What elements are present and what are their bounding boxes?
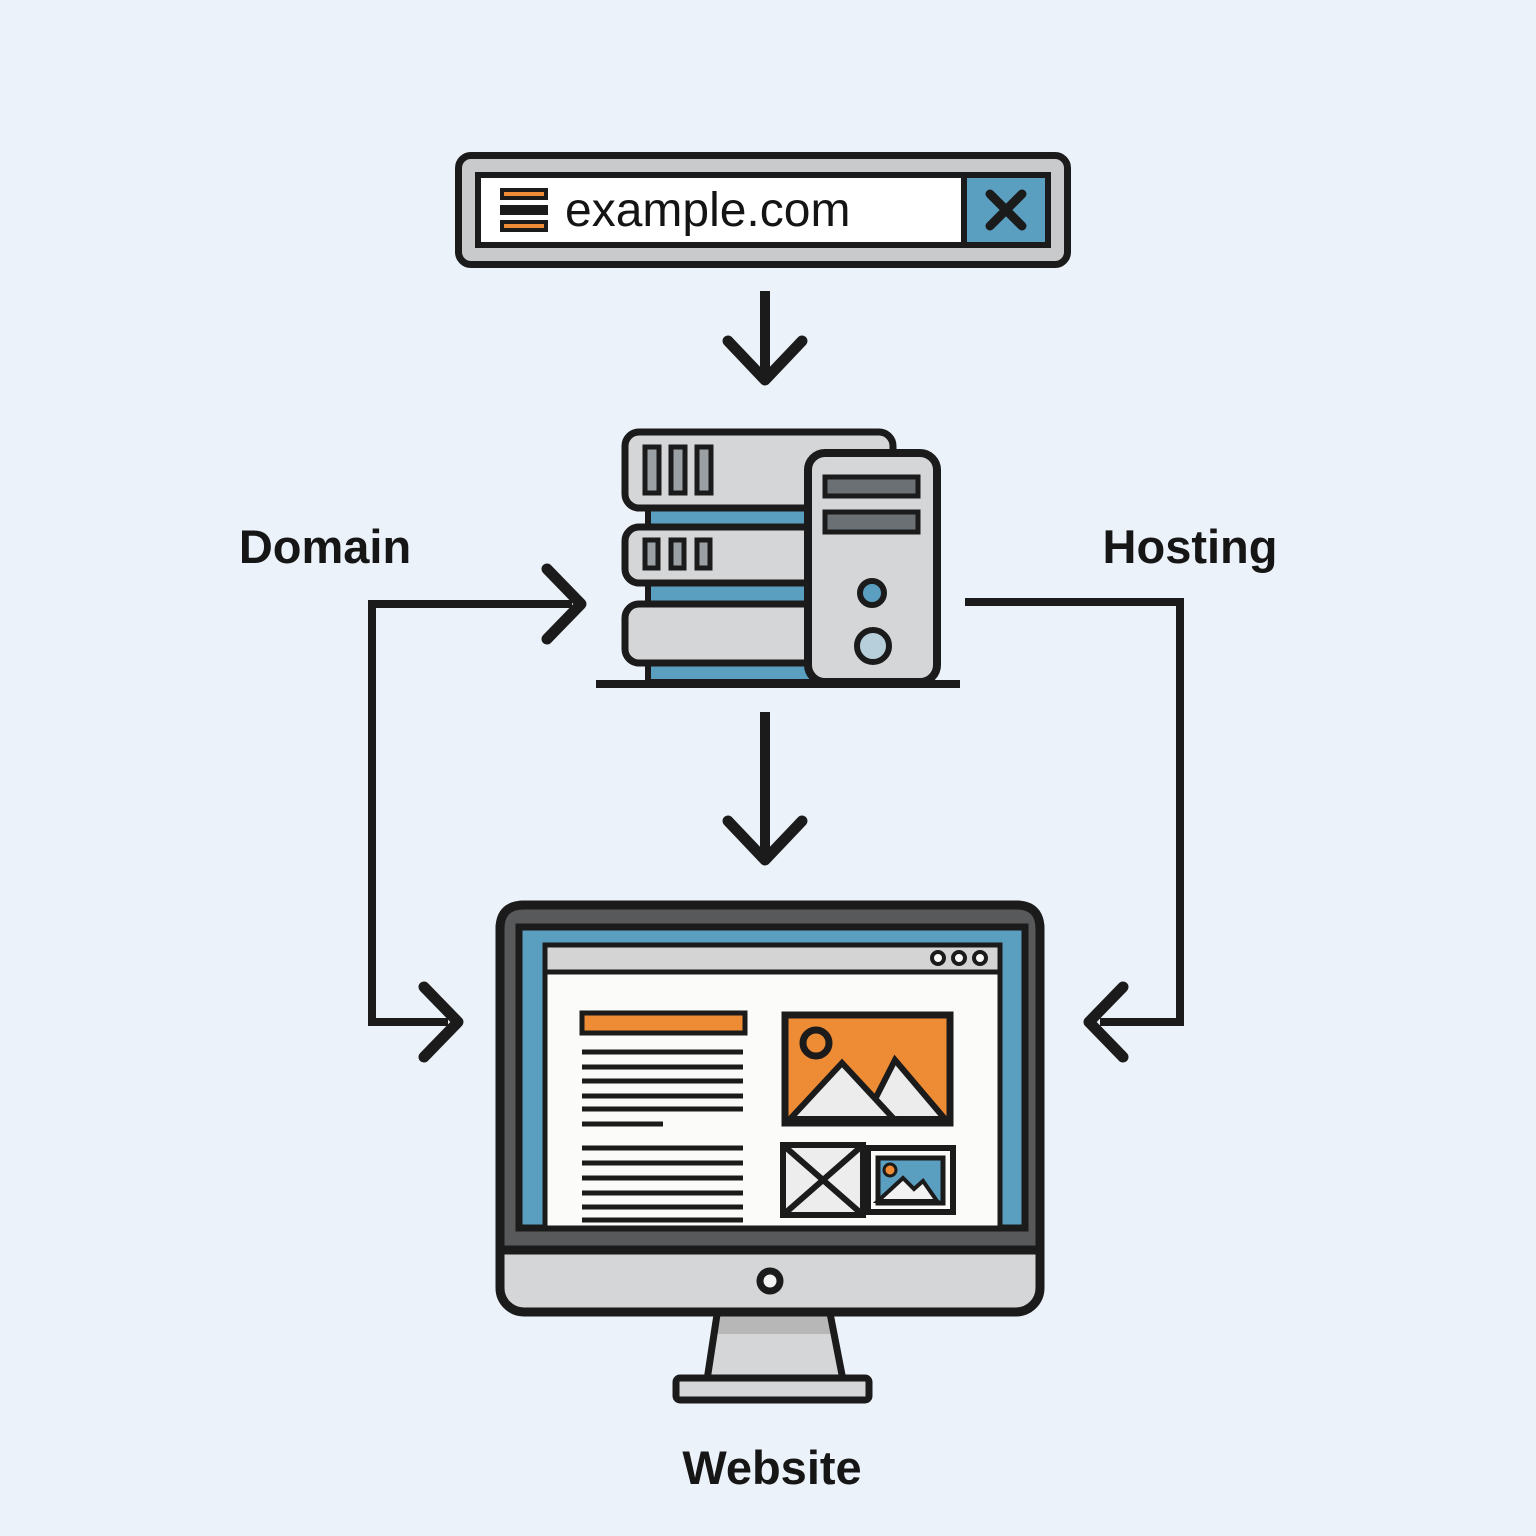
domain-label: Domain bbox=[238, 520, 412, 573]
tower-drive-bay bbox=[822, 509, 921, 535]
hamburger-menu-icon bbox=[500, 188, 548, 232]
server-vents-top bbox=[642, 444, 714, 496]
page-heading-bar bbox=[579, 1010, 748, 1036]
monitor-neck-shadow bbox=[716, 1314, 831, 1334]
browser-titlebar-dots bbox=[930, 950, 988, 966]
thumbnail-sun bbox=[882, 1162, 898, 1178]
text-lines-top bbox=[582, 1049, 743, 1127]
menu-bar-bottom bbox=[500, 220, 548, 232]
url-text: example.com bbox=[565, 183, 851, 237]
website-label: Website bbox=[682, 1441, 862, 1494]
tower-drive-bay bbox=[822, 474, 921, 499]
hosting-label: Hosting bbox=[1102, 520, 1278, 573]
arrow-server-to-website bbox=[722, 712, 808, 866]
monitor-stand-base bbox=[672, 1374, 873, 1404]
browser-address-bar: example.com bbox=[455, 152, 1071, 268]
arrow-domain-branch bbox=[368, 563, 587, 1063]
thumbnail-mountains bbox=[872, 1175, 941, 1203]
mountains-icon bbox=[783, 1054, 952, 1122]
server-vents-middle bbox=[642, 537, 713, 571]
url-field: example.com bbox=[481, 178, 961, 242]
browser-titlebar bbox=[542, 942, 1003, 975]
close-button bbox=[961, 178, 1045, 242]
arrow-hosting-branch bbox=[965, 598, 1184, 1063]
menu-bar-middle bbox=[500, 205, 548, 215]
tower-power-light bbox=[857, 578, 887, 608]
broken-image-icon bbox=[780, 1142, 866, 1218]
arrow-url-to-server bbox=[722, 291, 808, 386]
sun-circle-icon bbox=[799, 1026, 833, 1060]
server-rack-icon bbox=[596, 428, 960, 688]
menu-bar-top bbox=[500, 188, 548, 200]
text-lines-bottom bbox=[582, 1145, 743, 1223]
address-bar-inner: example.com bbox=[475, 172, 1051, 248]
thumbnail-image-icon bbox=[865, 1145, 956, 1215]
tower-power-button bbox=[854, 627, 892, 665]
x-close-icon bbox=[985, 189, 1027, 231]
desktop-monitor-icon bbox=[495, 900, 1045, 1404]
image-placeholder-icon bbox=[781, 1011, 954, 1127]
monitor-chin-button bbox=[756, 1267, 784, 1295]
